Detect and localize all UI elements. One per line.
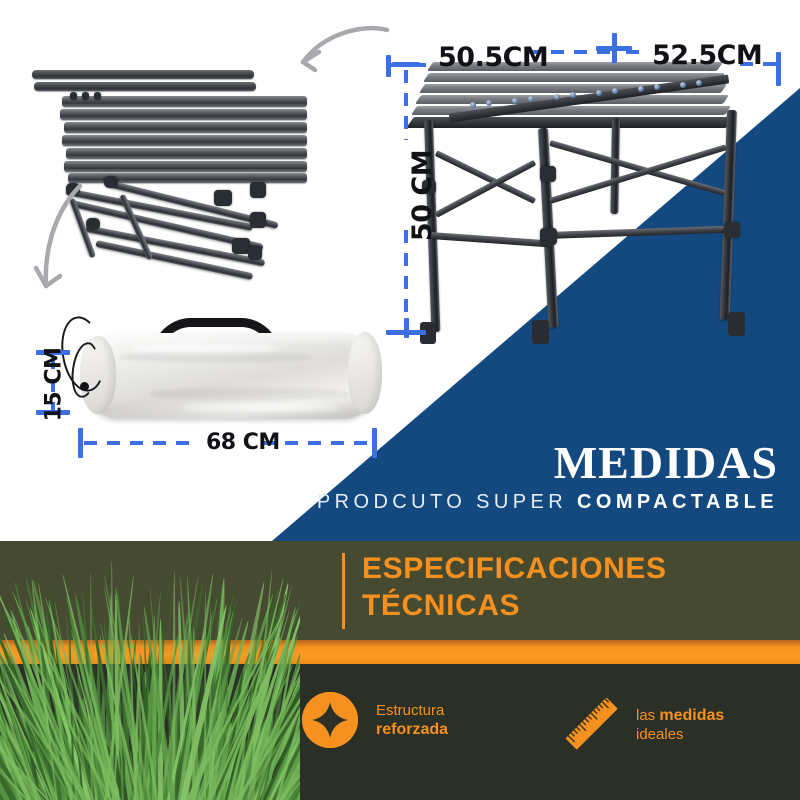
ruler-icon [556,688,630,762]
feature-1-text: Estructura reforzada [376,701,448,739]
feature-2-line1-light: las [636,707,660,724]
specs-title: ESPECIFICACIONES TÉCNICAS [362,550,667,624]
four-point-star-icon [302,692,358,748]
dimension-label-68cm: 68 CM [206,430,280,455]
feature-2-text: las medidas ideales [636,706,724,744]
feature-estructura-reforzada: Estructura reforzada [302,692,448,748]
grass-blade [191,627,196,800]
hero-subtitle: PRODCUTO SUPER COMPACTABLE [317,492,778,512]
feature-2-line1: las medidas [636,706,724,725]
feature-2-line2: ideales [636,726,684,743]
dimension-label-50-5cm: 50.5CM [438,42,549,73]
dimension-label-52-5cm: 52.5CM [652,40,763,71]
hero-subtitle-bold: COMPACTABLE [577,491,778,513]
specs-title-line1: ESPECIFICACIONES [362,552,667,585]
top-panel: 50.5CM 52.5CM 50 CM 15 CM [32,25,800,541]
feature-1-line2: reforzada [376,721,449,738]
specs-band [0,541,800,640]
dimension-label-50cm: 50 CM [407,149,439,242]
feature-1-line1: Estructura [376,702,445,719]
specs-title-line2: TÉCNICAS [362,589,521,622]
curved-arrow-top-icon [300,25,390,73]
curved-arrow-bottom-icon [33,183,83,289]
feature-medidas-ideales: las medidas ideales [556,688,724,762]
hero-title: MEDIDAS [553,437,778,488]
dimension-label-15cm: 15 CM [41,347,67,422]
hero-subtitle-light: PRODCUTO SUPER [316,491,578,513]
specs-accent-line [342,553,345,629]
grass-photo: {} [0,541,300,800]
feature-2-line1-bold: medidas [659,707,725,724]
